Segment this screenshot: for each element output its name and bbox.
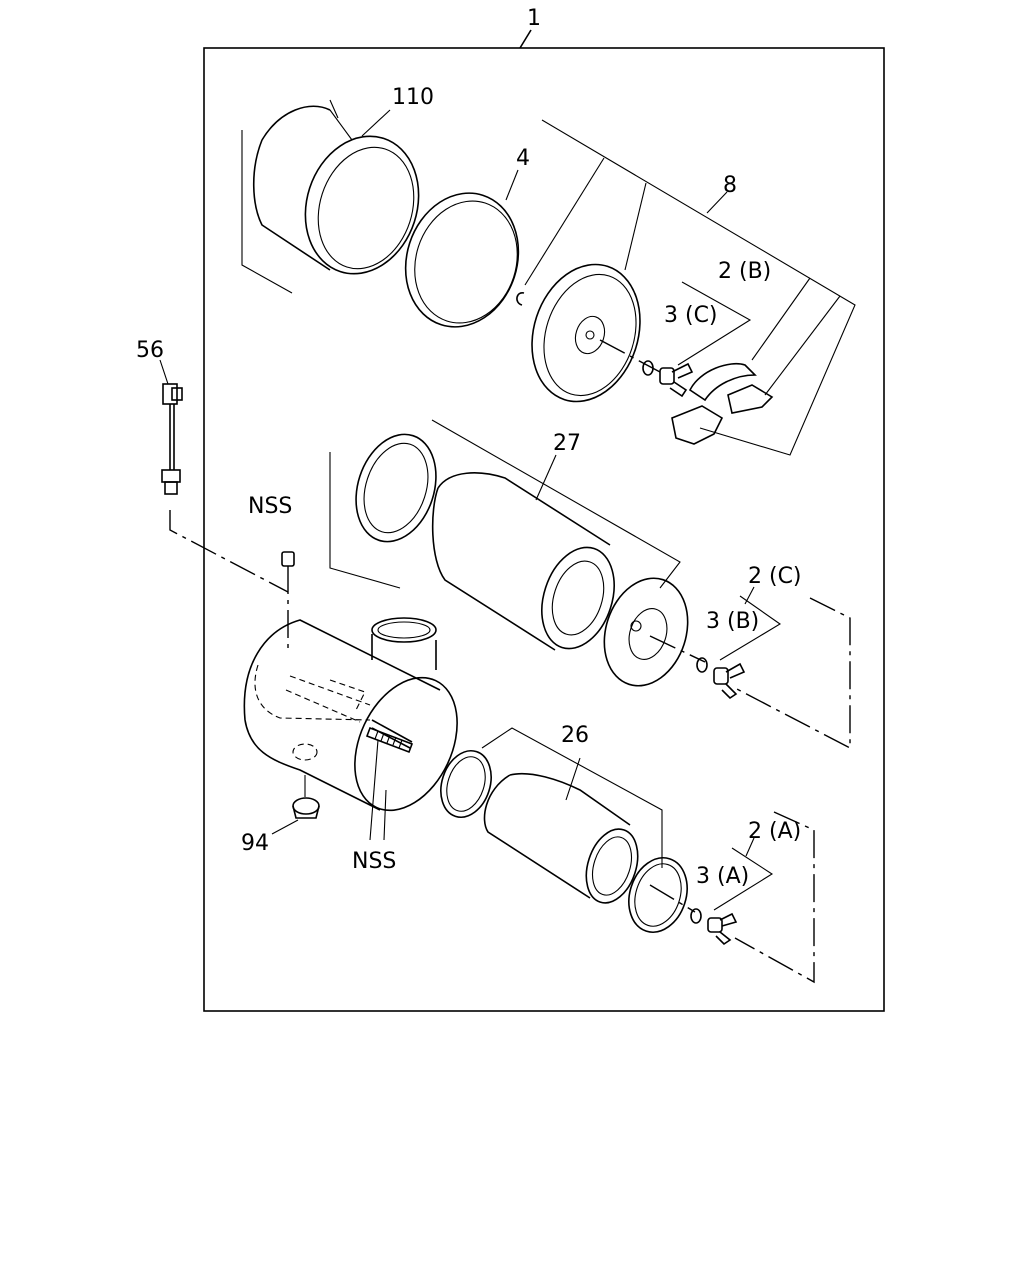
callout-56: 56 [136,338,164,363]
callout-2c: 2 (C) [748,564,802,589]
center-stud [365,726,414,754]
part-cover-disk [516,263,661,403]
callout-3b: 3 (B) [706,609,759,634]
part-retainer-ring [628,857,696,933]
assembly-frame [203,47,885,1012]
callout-2a: 2 (A) [748,819,801,844]
part-56-restriction-sensor [159,359,289,593]
callout-94: 94 [241,831,269,856]
callout-26: 26 [561,723,589,748]
part-110-outlet-cover [241,99,420,294]
part-air-cleaner-body [243,617,458,812]
part-wingnut-a [690,811,815,984]
part-evacuator-clip [671,363,774,445]
callout-27: 27 [553,431,581,456]
callout-1: 1 [527,6,541,31]
part-wingnut-c [642,281,752,398]
callout-3a: 3 (A) [696,864,749,889]
part-nss-top-fitting [281,551,295,648]
part-94-drain-valve [271,797,320,835]
part-27-primary-element [329,419,681,651]
part-element-end-cap [603,577,706,687]
callout-3c: 3 (C) [664,303,718,328]
part-4-seal-ring [404,169,520,328]
callout-nss-top: NSS [248,494,292,519]
leader-1 [519,29,532,49]
part-26-safety-element [440,727,663,904]
callout-nss-bottom: NSS [352,849,396,874]
callout-110: 110 [392,85,434,110]
callout-8: 8 [723,173,737,198]
callout-2b: 2 (B) [718,259,771,284]
part-wingnut-b [696,586,851,750]
part-8-cover-bracket [524,119,856,456]
nss-bottom-leaders [369,739,387,841]
callout-4: 4 [516,146,530,171]
